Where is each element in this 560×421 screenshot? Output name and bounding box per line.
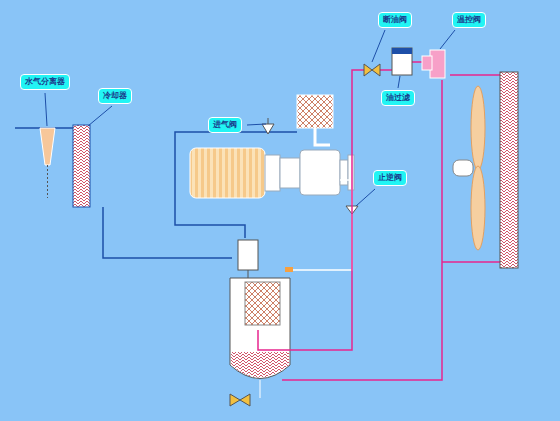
fan-blade (471, 166, 485, 250)
callout-label: 水气分离器 (25, 77, 65, 87)
callout-box: 温控阀 (452, 12, 486, 28)
compressor-head (300, 150, 340, 195)
callout-box: 水气分离器 (20, 74, 70, 90)
callout-box: 止逆阀 (373, 170, 407, 186)
cooler (73, 125, 90, 207)
oil-cutoff-valve (364, 64, 380, 76)
callout-label: 断油阀 (383, 15, 407, 25)
callout-box: 油过滤 (381, 90, 415, 106)
air-filter (297, 95, 333, 128)
oil-filter (392, 48, 412, 75)
leader-line (45, 30, 455, 206)
callout-label: 冷却器 (103, 91, 127, 101)
oil-separator-tank (230, 278, 290, 379)
drain-valve (230, 394, 250, 406)
callout-label: 温控阀 (457, 15, 481, 25)
intake-valve (262, 124, 274, 134)
callout-label: 油过滤 (386, 93, 410, 103)
callout-label: 进气阀 (213, 120, 237, 130)
oil-radiator (500, 72, 518, 268)
drain-line (47, 165, 48, 198)
motor (190, 148, 265, 198)
separator-element (245, 282, 280, 325)
fan-blade (471, 86, 485, 170)
callout-box: 断油阀 (378, 12, 412, 28)
callout-box: 冷却器 (98, 88, 132, 104)
water-separator (40, 128, 55, 165)
min-pressure-valve (238, 240, 258, 270)
fan-motor (453, 160, 473, 176)
air-pipe (175, 132, 297, 238)
air-pipe (103, 207, 232, 258)
callout-label: 止逆阀 (378, 173, 402, 183)
callout-box: 进气阀 (208, 117, 242, 133)
oil-line (282, 80, 442, 380)
